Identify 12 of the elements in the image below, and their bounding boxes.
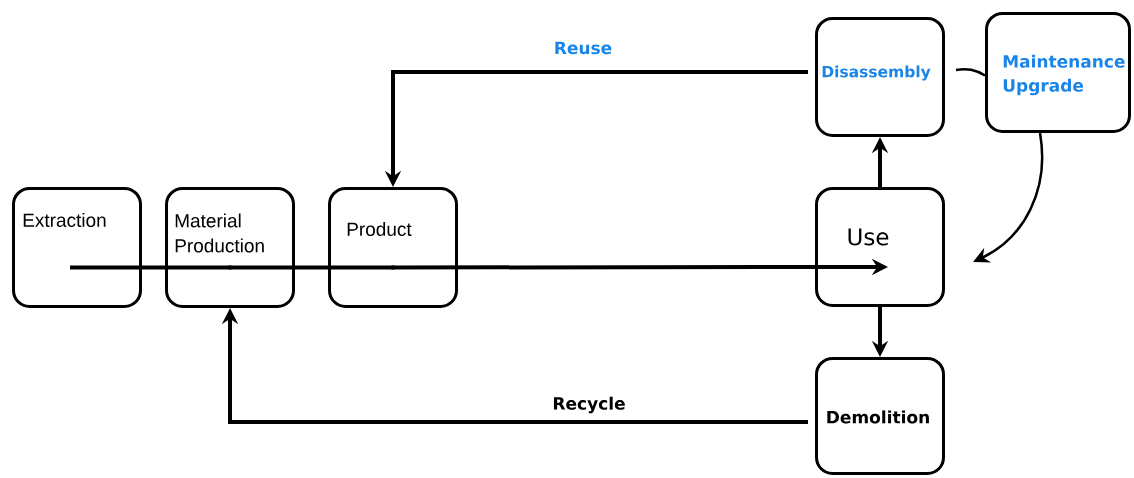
process-box: Disassembly: [815, 17, 945, 137]
process-box: Use: [815, 187, 945, 307]
edge-label: Reuse: [552, 40, 614, 56]
connector-line: [228, 265, 395, 270]
connector-line: [70, 265, 232, 270]
process-box: Maintenance Upgrade: [985, 12, 1131, 133]
process-box: Demolition: [815, 357, 945, 475]
process-box: Extraction: [12, 187, 142, 308]
edge-label: Recycle: [551, 395, 627, 415]
process-box: Product: [328, 187, 458, 308]
process-box: Material Production: [165, 187, 295, 308]
connector-line: [955, 68, 986, 77]
